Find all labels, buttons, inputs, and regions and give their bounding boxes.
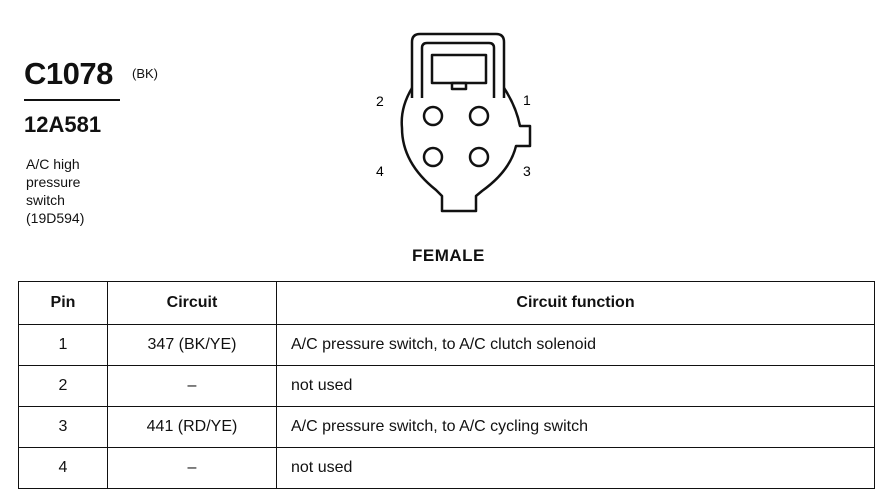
pin-label-2: 2	[376, 93, 384, 109]
connector-gender: FEMALE	[412, 246, 485, 265]
description-line: (19D594)	[26, 210, 85, 226]
connector-color-code: (BK)	[132, 66, 158, 81]
description-line: A/C high	[26, 156, 80, 172]
description-line: switch	[26, 192, 65, 208]
header-circuit: Circuit	[107, 281, 277, 325]
header-circuit-function: Circuit function	[276, 281, 875, 325]
pin-label-1: 1	[523, 92, 531, 108]
description-line: pressure	[26, 174, 81, 190]
cell-pin: 1	[18, 324, 108, 366]
pin-label-4: 4	[376, 163, 384, 179]
pin-cavity-1	[468, 105, 490, 127]
cell-function: A/C pressure switch, to A/C cycling swit…	[276, 406, 875, 448]
connector-face-diagram: 2 1 4 3	[376, 32, 532, 213]
table-row: 4 – not used	[18, 447, 875, 489]
table-row: 3 441 (RD/YE) A/C pressure switch, to A/…	[18, 406, 875, 448]
table-header-row: Pin Circuit Circuit function	[18, 281, 875, 325]
cell-circuit: 347 (BK/YE)	[107, 324, 277, 366]
latch-inner	[420, 41, 496, 98]
header-pin: Pin	[18, 281, 108, 325]
cell-pin: 2	[18, 365, 108, 407]
pin-cavity-2	[422, 105, 444, 127]
cell-circuit: –	[107, 365, 277, 407]
pinout-table: Pin Circuit Circuit function 1 347 (BK/Y…	[18, 281, 875, 489]
cell-function: not used	[276, 447, 875, 489]
table-row: 1 347 (BK/YE) A/C pressure switch, to A/…	[18, 324, 875, 366]
part-number: 12A581	[24, 112, 102, 137]
connector-id: C1078	[24, 56, 113, 91]
cell-pin: 4	[18, 447, 108, 489]
cell-function: A/C pressure switch, to A/C clutch solen…	[276, 324, 875, 366]
cell-function: not used	[276, 365, 875, 407]
table-row: 2 – not used	[18, 365, 875, 407]
component-description: A/C high pressure switch (19D594)	[26, 155, 126, 227]
connector-body	[400, 87, 532, 213]
cell-circuit: 441 (RD/YE)	[107, 406, 277, 448]
latch-outer	[410, 32, 506, 98]
pin-cavity-3	[468, 146, 490, 168]
cell-circuit: –	[107, 447, 277, 489]
pin-cavity-4	[422, 146, 444, 168]
latch-notch	[450, 81, 468, 91]
latch-tab	[430, 53, 488, 85]
pin-label-3: 3	[523, 163, 531, 179]
title-divider	[24, 99, 120, 101]
cell-pin: 3	[18, 406, 108, 448]
